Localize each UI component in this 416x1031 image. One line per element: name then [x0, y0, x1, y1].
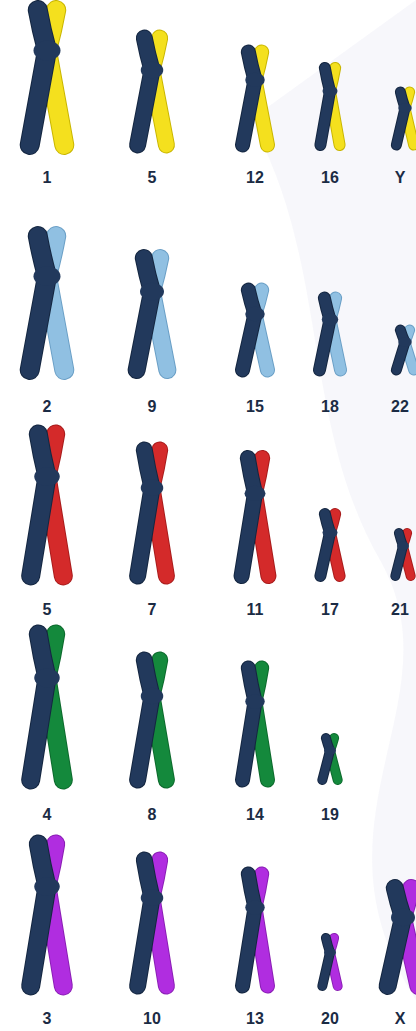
centromere — [398, 337, 412, 347]
dark-chromatid — [243, 290, 255, 370]
dark-chromatid — [138, 660, 152, 780]
dark-chromatid — [322, 738, 330, 780]
centromere — [141, 890, 164, 907]
dark-chromatid-outline — [396, 92, 405, 145]
centromere — [398, 103, 412, 113]
chromosome-number: 7 — [148, 600, 157, 620]
dark-chromatid — [395, 533, 403, 576]
dark-chromatid-outline — [243, 874, 255, 986]
chromosome-number: 22 — [391, 397, 409, 417]
centromere — [34, 41, 61, 61]
dark-chromatid — [319, 298, 330, 370]
dark-chromatid — [138, 450, 152, 576]
dark-chromatid-outline — [243, 290, 255, 370]
chromosome-number: 15 — [246, 397, 264, 417]
chromosome-number: Y — [395, 168, 406, 188]
centromere — [324, 746, 336, 755]
dark-chromatid — [322, 938, 330, 986]
dark-chromatid-outline — [322, 938, 330, 986]
dark-chromatid-outline — [320, 68, 330, 145]
dark-chromatid — [31, 434, 47, 576]
dark-chromatid-outline — [30, 10, 47, 145]
background-wash — [250, 0, 416, 1000]
centromere — [141, 62, 164, 79]
chromosome-number: 10 — [143, 1009, 161, 1029]
dark-chromatid-outline — [31, 434, 47, 576]
dark-chromatid — [396, 92, 405, 145]
chromosome-number: 5 — [43, 600, 52, 620]
dark-chromatid-outline — [395, 533, 403, 576]
dark-chromatid-outline — [138, 660, 152, 780]
centromere — [245, 307, 265, 321]
dark-chromatid-outline — [319, 298, 330, 370]
dark-chromatid — [388, 888, 403, 986]
dark-chromatid — [31, 634, 47, 780]
chromosome-number: 9 — [148, 397, 157, 417]
dark-chromatid — [138, 38, 152, 145]
chromosome-number: X — [395, 1009, 406, 1029]
centromere — [245, 486, 266, 501]
centromere — [245, 73, 265, 87]
centromere — [140, 283, 164, 301]
chromosome-number: 18 — [321, 397, 339, 417]
centromere — [34, 467, 60, 486]
dark-chromatid-outline — [30, 236, 47, 370]
dark-chromatid-outline — [396, 330, 405, 370]
dark-chromatid — [243, 52, 255, 145]
dark-chromatid-outline — [31, 844, 47, 986]
chromosome-number: 8 — [148, 805, 157, 825]
dark-chromatid-outline — [138, 860, 152, 986]
chromosome-number: 3 — [43, 1009, 52, 1029]
dark-chromatid — [243, 874, 255, 986]
centromere — [324, 948, 336, 957]
chromosome-number: 16 — [321, 168, 339, 188]
chromosome-number: 14 — [246, 805, 264, 825]
centromere — [397, 542, 409, 551]
dark-chromatid — [320, 514, 330, 576]
dark-chromatid — [242, 458, 255, 576]
chromosome-number: 2 — [43, 397, 52, 417]
dark-chromatid-outline — [320, 514, 330, 576]
centromere — [245, 694, 265, 708]
chromosome-number: 12 — [246, 168, 264, 188]
dark-chromatid-outline — [388, 888, 403, 986]
dark-chromatid-outline — [243, 52, 255, 145]
dark-chromatid-outline — [138, 450, 152, 576]
chromosome-number: 13 — [246, 1009, 264, 1029]
dark-chromatid-outline — [242, 458, 255, 576]
centromere — [34, 877, 60, 896]
dark-chromatid — [243, 668, 255, 780]
centromere — [141, 480, 164, 497]
centromere — [34, 266, 61, 286]
centromere — [323, 527, 338, 538]
chromosome-number: 20 — [321, 1009, 339, 1029]
dark-chromatid — [30, 10, 47, 145]
chromosome-number: 5 — [148, 168, 157, 188]
dark-chromatid — [137, 258, 152, 370]
chromosome-number: 4 — [43, 805, 52, 825]
dark-chromatid-outline — [322, 738, 330, 780]
centromere — [245, 900, 265, 914]
centromere — [322, 314, 339, 326]
dark-chromatid-outline — [137, 258, 152, 370]
dark-chromatid-outline — [243, 668, 255, 780]
dark-chromatid — [138, 860, 152, 986]
centromere — [391, 909, 415, 927]
dark-chromatid — [31, 844, 47, 986]
centromere — [323, 86, 338, 97]
dark-chromatid — [30, 236, 47, 370]
chromosome-number: 1 — [43, 168, 52, 188]
centromere — [34, 668, 60, 687]
dark-chromatid-outline — [138, 38, 152, 145]
dark-chromatid — [396, 330, 405, 370]
chromosome-number: 17 — [321, 600, 339, 620]
dark-chromatid-outline — [31, 634, 47, 780]
chromosome-number: 19 — [321, 805, 339, 825]
chromosome-number: 11 — [247, 600, 264, 620]
chromosome-number: 21 — [391, 600, 409, 620]
centromere — [141, 688, 164, 705]
dark-chromatid — [320, 68, 330, 145]
